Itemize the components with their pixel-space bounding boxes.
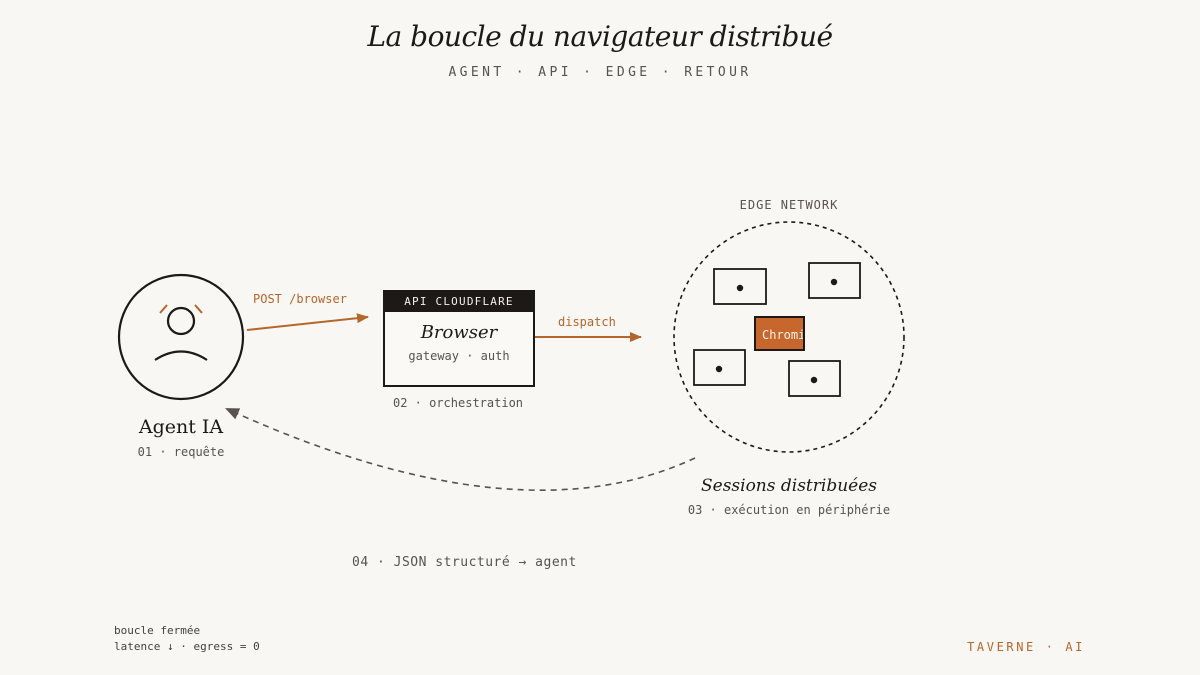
api-title: Browser (420, 322, 498, 343)
session-window (693, 349, 746, 386)
agent-step: 01 · requête (137, 445, 225, 459)
footer-brand: TAVERNE · AI (967, 640, 1085, 654)
chromium-session: Chromium (754, 316, 805, 351)
diagram-subtitle: AGENT · API · EDGE · RETOUR (448, 65, 752, 80)
edge-step: 03 · exécution en périphérie (687, 503, 891, 517)
post-label: POST /browser (253, 292, 347, 306)
session-window (788, 360, 841, 397)
return-arrow (225, 408, 696, 491)
api-step: 02 · orchestration (392, 396, 524, 410)
return-label: 04 · JSON structuré → agent (352, 555, 577, 570)
api-header: API CLOUDFLARE (385, 292, 533, 312)
session-window (808, 262, 861, 299)
agent-icon (117, 273, 245, 401)
edge-title: Sessions distribuées (700, 476, 878, 496)
edge-network-label: EDGE NETWORK (739, 198, 839, 212)
agent-name: Agent IA (138, 416, 224, 438)
api-box: API CLOUDFLARE Browser gateway · auth (383, 290, 535, 387)
footer-line-2: latence ↓ · egress = 0 (114, 640, 260, 653)
edge-network-circle (673, 221, 905, 453)
session-window (713, 268, 767, 305)
post-arrow (246, 313, 369, 331)
dispatch-label: dispatch (558, 315, 616, 329)
footer-line-1: boucle fermée (114, 624, 201, 637)
api-subtitle: gateway · auth (408, 349, 510, 363)
diagram-title: La boucle du navigateur distribué (367, 20, 833, 53)
